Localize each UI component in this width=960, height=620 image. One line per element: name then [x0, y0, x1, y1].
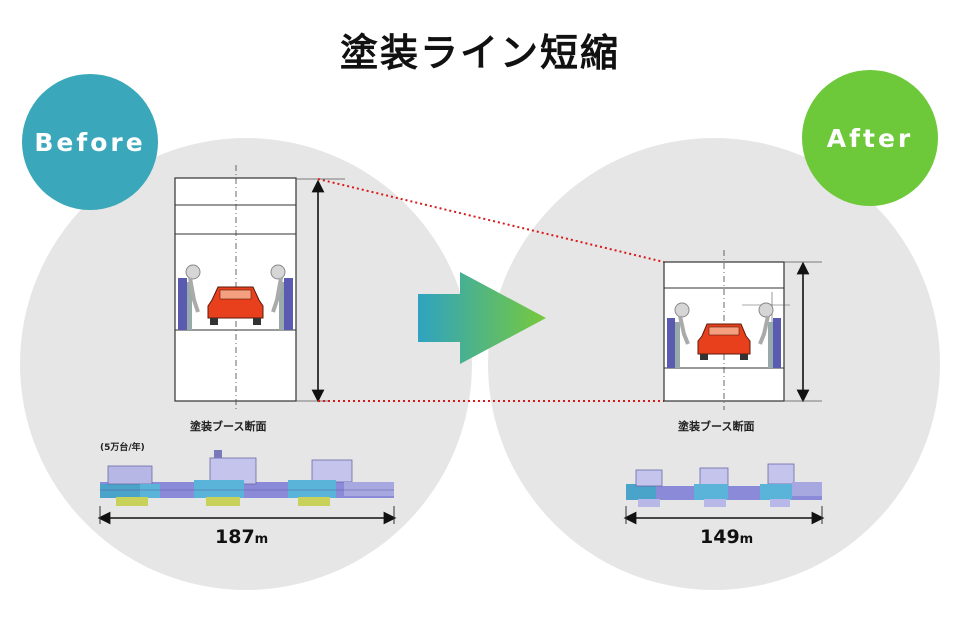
after-right-robot-icon [758, 302, 781, 368]
before-badge: Before [22, 74, 158, 210]
after-left-robot-icon [667, 302, 690, 368]
before-line-length: 187m [215, 526, 268, 548]
after-line-length: 149m [700, 526, 753, 548]
after-line-length-value: 149 [700, 526, 740, 548]
before-section-caption: 塗装ブース断面 [190, 420, 267, 433]
before-left-robot-icon [178, 264, 201, 330]
before-capacity-note: (5万台/年) [100, 443, 145, 453]
after-section-caption: 塗装ブース断面 [678, 420, 755, 433]
transition-arrow [418, 272, 546, 364]
page-title: 塗装ライン短縮 [339, 31, 620, 75]
before-booth-section [174, 165, 345, 410]
top-height-guide [317, 178, 665, 263]
after-line-layout [623, 463, 825, 525]
after-booth-section [663, 250, 822, 410]
after-badge: After [802, 70, 938, 206]
before-badge-label: Before [34, 127, 146, 157]
before-line-length-value: 187 [215, 526, 255, 548]
after-car-icon [697, 323, 751, 360]
before-car-icon [207, 286, 264, 325]
before-right-robot-icon [270, 264, 293, 330]
after-badge-label: After [826, 123, 914, 153]
before-line-length-unit: m [254, 532, 269, 547]
after-line-length-unit: m [739, 532, 754, 547]
before-line-layout [97, 450, 397, 525]
